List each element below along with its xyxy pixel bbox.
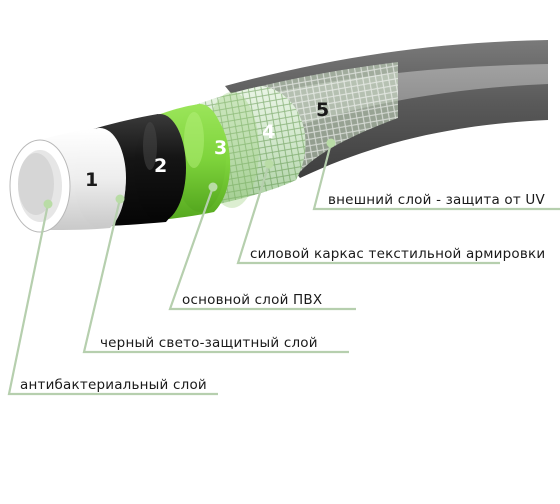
label-textile-reinforcement: силовой каркас текстильной армировки	[250, 246, 545, 262]
leader-line-4	[236, 163, 500, 265]
leader-dot-4	[264, 159, 274, 169]
label-antibacterial-layer: антибактериальный слой	[20, 377, 207, 393]
leader-dots	[43, 138, 336, 209]
layer-number-1: 1	[85, 169, 98, 191]
leader-line-1	[7, 203, 218, 396]
layer-number-5: 5	[316, 99, 329, 121]
leader-dot-3	[208, 182, 218, 192]
leader-line-3	[168, 186, 356, 311]
label-main-pvc-layer: основной слой ПВХ	[182, 292, 322, 308]
label-black-light-protection: черный свето-защитный слой	[100, 335, 318, 351]
leader-dot-1	[43, 199, 53, 209]
leader-line-5	[312, 142, 560, 211]
layer-number-3: 3	[214, 137, 227, 159]
leader-line-2	[82, 198, 349, 354]
layer-number-4: 4	[262, 121, 275, 143]
layer-number-2: 2	[154, 155, 167, 177]
leader-dot-2	[115, 194, 125, 204]
leader-lines	[7, 142, 560, 396]
outer-layer-body	[225, 40, 548, 178]
label-outer-uv-layer: внешний слой - защита от UV	[328, 192, 546, 208]
inner-layer-section	[9, 128, 126, 233]
leader-dot-5	[326, 138, 336, 148]
